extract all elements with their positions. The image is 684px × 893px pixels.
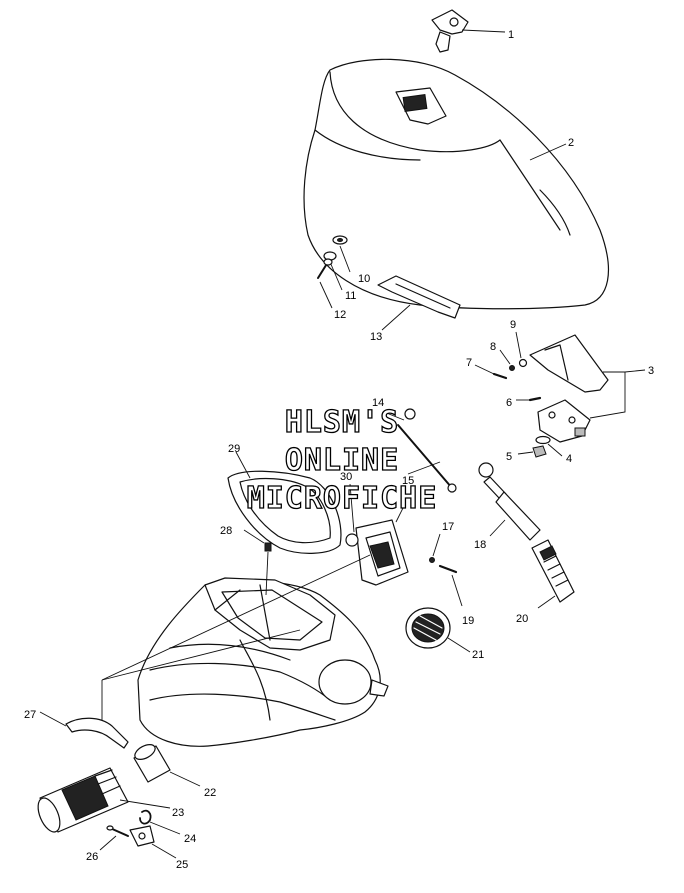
callout-23: 23 <box>172 807 184 819</box>
callout-9: 9 <box>510 319 516 331</box>
part-14-15-rod <box>383 408 457 493</box>
part-9-nut <box>515 331 528 368</box>
callout-8: 8 <box>490 341 496 353</box>
part-27-handle <box>39 711 129 749</box>
part-1-latch-key <box>431 9 506 53</box>
callout-11: 11 <box>345 290 356 302</box>
part-24-clip <box>139 809 181 835</box>
callout-28: 28 <box>220 525 232 537</box>
part-30-vent-plate <box>345 483 409 586</box>
callout-4: 4 <box>566 453 572 465</box>
part-29-seal-ring <box>227 451 342 554</box>
callout-17: 17 <box>442 521 454 533</box>
part-13-strap <box>377 275 461 331</box>
callout-25: 25 <box>176 859 188 871</box>
part-28-screw <box>243 529 272 552</box>
callout-30: 30 <box>340 471 352 483</box>
callout-20: 20 <box>516 613 528 625</box>
watermark-line-2: ONLINE <box>285 443 399 478</box>
part-26-pin <box>99 825 129 851</box>
callout-12: 12 <box>334 309 346 321</box>
watermark-line-1: HLSM'S <box>285 405 399 440</box>
callout-labels: 1 2 3 4 5 6 7 8 9 10 11 12 13 14 15 17 1… <box>24 29 654 871</box>
part-18-gas-strut <box>478 462 541 541</box>
callout-1: 1 <box>508 29 514 41</box>
part-7-screw <box>474 364 508 380</box>
part-5-nut <box>517 445 547 458</box>
part-3-hinge-bracket <box>529 334 646 443</box>
callout-10: 10 <box>358 273 370 285</box>
callout-27: 27 <box>24 709 36 721</box>
callout-2: 2 <box>568 137 574 149</box>
part-4-washer <box>535 435 563 457</box>
part-6-bolt <box>516 396 542 402</box>
part-19-screw <box>438 564 463 607</box>
callout-22: 22 <box>204 787 216 799</box>
callout-5: 5 <box>506 451 512 463</box>
part-12-screw <box>317 258 333 309</box>
part-23-roller <box>37 767 171 833</box>
callout-24: 24 <box>184 833 196 845</box>
callout-26: 26 <box>86 851 98 863</box>
callout-6: 6 <box>506 397 512 409</box>
watermark: HLSM'S ONLINE MICROFICHE <box>246 404 438 516</box>
callout-15: 15 <box>402 475 414 487</box>
part-2-hood-cover <box>303 58 609 310</box>
callout-19: 19 <box>462 615 474 627</box>
part-25-clamp <box>129 825 177 859</box>
part-20-boot <box>531 539 575 609</box>
callout-14: 14 <box>372 397 384 409</box>
main-housing <box>101 551 389 747</box>
callout-18: 18 <box>474 539 486 551</box>
part-22-bushing <box>133 744 201 787</box>
callout-7: 7 <box>466 357 472 369</box>
part-17-washer <box>429 533 441 563</box>
watermark-line-3: MICROFICHE <box>247 481 438 516</box>
callout-29: 29 <box>228 443 240 455</box>
part-8-washer <box>499 349 515 371</box>
part-21-cap <box>405 607 471 653</box>
part-10-washer <box>332 235 351 273</box>
callout-3: 3 <box>648 365 654 377</box>
callout-13: 13 <box>370 331 382 343</box>
callout-21: 21 <box>472 649 484 661</box>
